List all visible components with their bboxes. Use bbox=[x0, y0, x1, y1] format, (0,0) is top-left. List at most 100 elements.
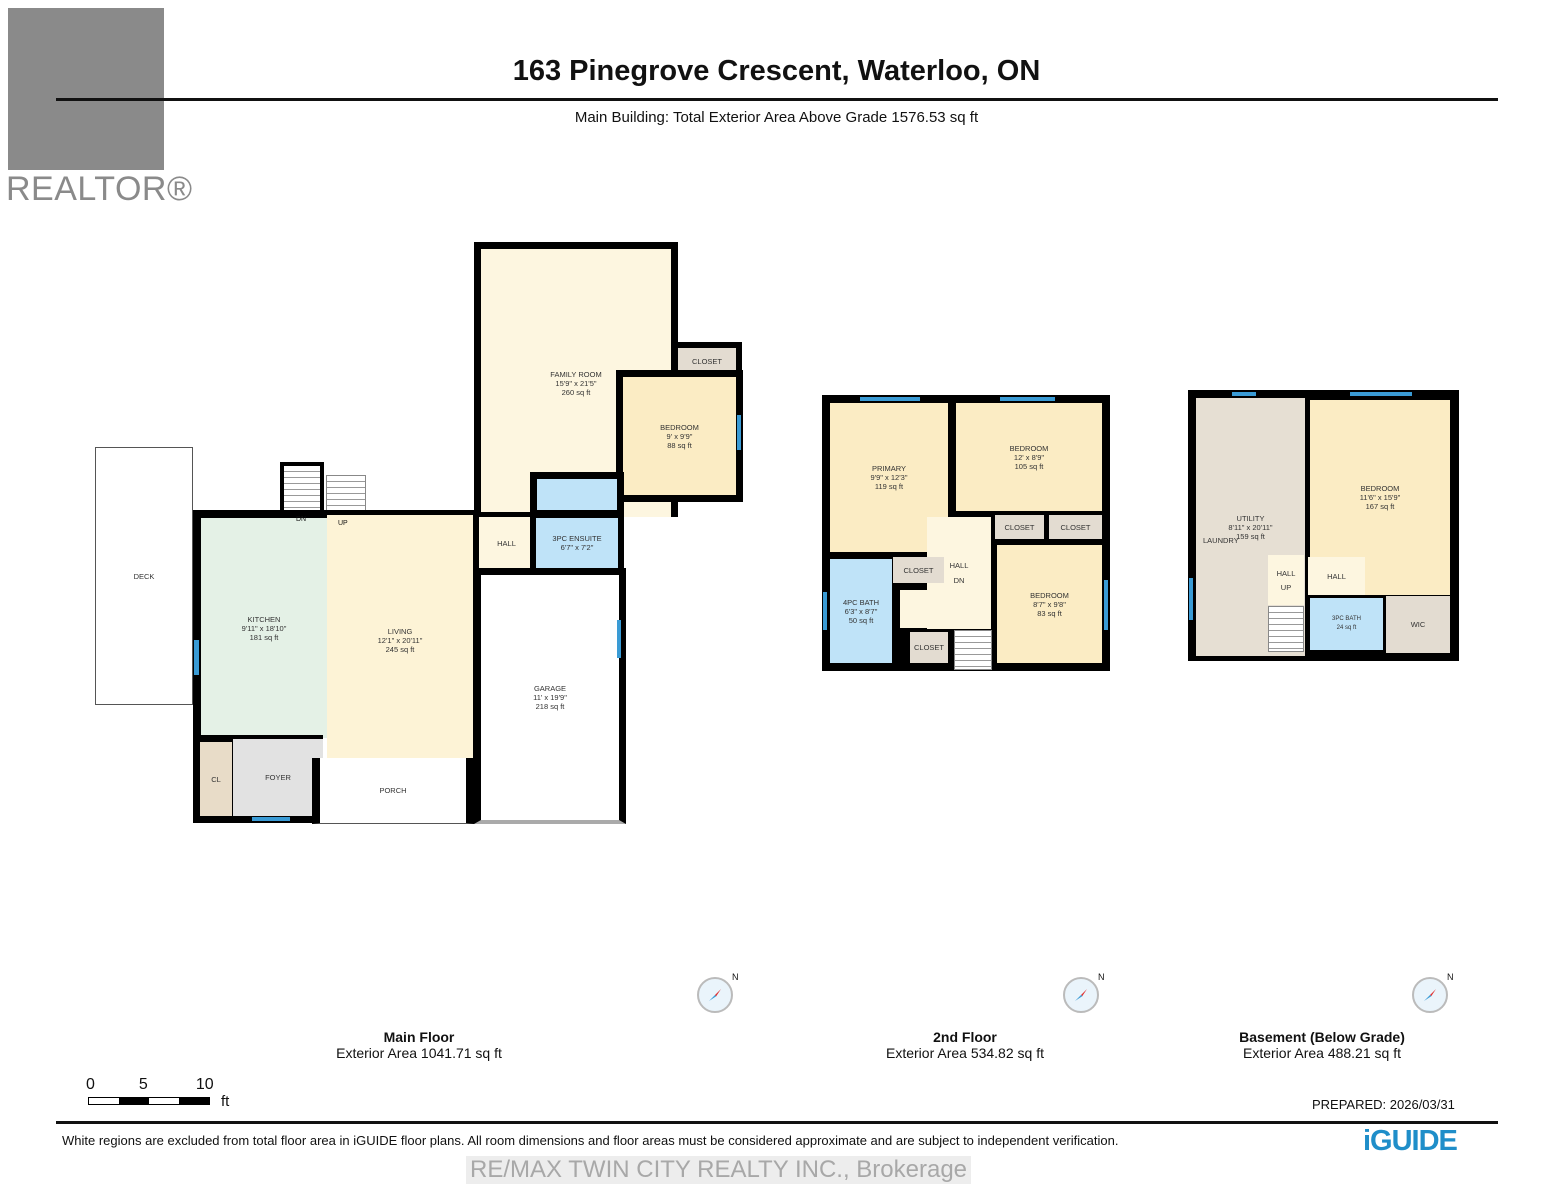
room-hall: HALL bbox=[474, 512, 534, 574]
room-label: HALL bbox=[1327, 571, 1346, 581]
room-label: PRIMARY bbox=[871, 464, 907, 473]
room-label: BEDROOM bbox=[660, 422, 699, 432]
realtor-logo bbox=[8, 8, 164, 170]
room-label: HALL bbox=[1276, 568, 1296, 578]
stairs-up-label: UP bbox=[338, 520, 348, 527]
window bbox=[252, 817, 290, 821]
room-area: 50 sq ft bbox=[848, 615, 874, 625]
room-wic: WIC bbox=[1386, 596, 1450, 653]
room-label: CLOSET bbox=[903, 565, 934, 575]
room-cl: CL bbox=[193, 735, 235, 823]
room-bedroom-2: BEDROOM 8'7" x 9'8" 83 sq ft bbox=[997, 545, 1102, 663]
scale-tick: 10 bbox=[195, 1076, 214, 1093]
window bbox=[1350, 392, 1412, 396]
room-label: HALL bbox=[949, 561, 969, 570]
header-divider bbox=[56, 98, 1498, 101]
room-ensuite: 3PC ENSUITE 6'7" x 7'2" bbox=[530, 512, 624, 574]
room-dimensions: 11'6" x 15'9" bbox=[1359, 493, 1401, 502]
room-dimensions: 12' x 8'9" bbox=[1013, 452, 1045, 462]
room-closet: CLOSET bbox=[910, 632, 948, 663]
room-label: HALL bbox=[497, 538, 516, 548]
disclaimer: White regions are excluded from total fl… bbox=[62, 1133, 1119, 1148]
room-kitchen: KITCHEN 9'11" x 18'10" 181 sq ft bbox=[193, 510, 327, 738]
room-area: 88 sq ft bbox=[667, 440, 692, 450]
room-dimensions: 8'7" x 9'8" bbox=[1033, 599, 1066, 609]
room-dimensions: 9'9" x 12'3" bbox=[870, 473, 908, 482]
room-label: CL bbox=[211, 774, 221, 784]
window bbox=[823, 592, 827, 630]
compass-icon bbox=[1063, 977, 1099, 1013]
basement-label: Basement (Below Grade)Exterior Area 488.… bbox=[1172, 1029, 1472, 1061]
scale-tick: 5 bbox=[138, 1076, 148, 1093]
room-area: 24 sq ft bbox=[1336, 625, 1357, 631]
room-label: 4PC BATH bbox=[842, 597, 880, 607]
room-area: 245 sq ft bbox=[385, 644, 415, 654]
scale-bar bbox=[88, 1097, 210, 1105]
room-label: CLOSET bbox=[691, 356, 722, 366]
window bbox=[1104, 580, 1108, 630]
room-label: LIVING bbox=[387, 626, 413, 636]
room-dimensions: 15'9" x 21'5" bbox=[555, 378, 597, 388]
room-label: BEDROOM bbox=[1009, 443, 1049, 453]
room-living: LIVING 12'1" x 20'11" 245 sq ft bbox=[327, 510, 478, 765]
room-bedroom-1: BEDROOM 12' x 8'9" 105 sq ft bbox=[956, 403, 1102, 511]
room-label: 3PC BATH bbox=[1332, 616, 1361, 622]
room-garage: GARAGE 11' x 19'9" 218 sq ft bbox=[474, 568, 626, 824]
watermark: RE/MAX TWIN CITY REALTY INC., Brokerage bbox=[466, 1156, 972, 1184]
room-area: 159 sq ft bbox=[1236, 531, 1265, 541]
room-deck: DECK bbox=[95, 447, 193, 705]
stairs-down bbox=[280, 462, 324, 514]
room-dimensions: 11' x 19'9" bbox=[533, 693, 567, 702]
room-label: BEDROOM bbox=[1030, 590, 1069, 600]
compass-north-label: N bbox=[1447, 972, 1454, 982]
window bbox=[1232, 392, 1256, 396]
stairs bbox=[1268, 606, 1304, 652]
room-area: 119 sq ft bbox=[874, 482, 904, 491]
floor-name: Basement (Below Grade) bbox=[1239, 1029, 1405, 1045]
room-hall: HALL bbox=[1308, 557, 1365, 595]
scale-tick: 0 bbox=[86, 1076, 95, 1093]
prepared-date: PREPARED: 2026/03/31 bbox=[1312, 1097, 1455, 1112]
room-area: 218 sq ft bbox=[535, 702, 565, 711]
stairs-up-label: UP bbox=[1280, 582, 1292, 592]
room-area: 260 sq ft bbox=[561, 387, 591, 397]
window bbox=[1000, 397, 1055, 401]
page-title: 163 Pinegrove Crescent, Waterloo, ON bbox=[512, 55, 1041, 87]
room-label: GARAGE bbox=[533, 684, 567, 693]
room-bedroom: BEDROOM 9' x 9'9" 88 sq ft bbox=[616, 370, 743, 502]
floor-name: 2nd Floor bbox=[933, 1029, 997, 1045]
stairs-down-label: DN bbox=[953, 576, 965, 585]
window bbox=[737, 415, 741, 450]
room-label: CLOSET bbox=[913, 643, 944, 652]
compass-icon bbox=[1412, 977, 1448, 1013]
room-foyer: FOYER bbox=[233, 735, 323, 823]
room-label: WIC bbox=[1410, 620, 1426, 629]
floor-area: Exterior Area 534.82 sq ft bbox=[886, 1045, 1044, 1061]
room-label: CLOSET bbox=[1004, 522, 1035, 532]
room-4pc-bath: 4PC BATH 6'3" x 8'7" 50 sq ft bbox=[830, 559, 892, 663]
room-area: 105 sq ft bbox=[1014, 461, 1044, 471]
room-dimensions: 6'3" x 8'7" bbox=[844, 606, 878, 616]
room-label: DECK bbox=[133, 571, 155, 581]
compass-north-label: N bbox=[732, 972, 739, 982]
room-dimensions: 6'7" x 7'2" bbox=[560, 543, 594, 552]
room-label: 3PC ENSUITE bbox=[552, 534, 602, 543]
room-label: KITCHEN bbox=[247, 614, 281, 624]
footer-divider bbox=[56, 1121, 1498, 1124]
room-porch: PORCH bbox=[312, 758, 474, 824]
compass-icon bbox=[697, 977, 733, 1013]
stairs-up bbox=[326, 475, 366, 513]
stairs-down-label: DN bbox=[296, 516, 307, 523]
stairs bbox=[954, 630, 992, 670]
page-subtitle: Main Building: Total Exterior Area Above… bbox=[574, 109, 979, 126]
room-ensuite-shower bbox=[530, 472, 624, 517]
room-area: 167 sq ft bbox=[1365, 502, 1395, 511]
room-closet: CLOSET bbox=[672, 342, 742, 374]
room-label: UTILITY bbox=[1236, 513, 1265, 523]
iguide-logo-text: iGUIDE bbox=[1363, 1125, 1458, 1157]
floor-area: Exterior Area 488.21 sq ft bbox=[1243, 1045, 1401, 1061]
window bbox=[860, 397, 920, 401]
scale-ticks: 0 5 10 bbox=[86, 1076, 214, 1094]
